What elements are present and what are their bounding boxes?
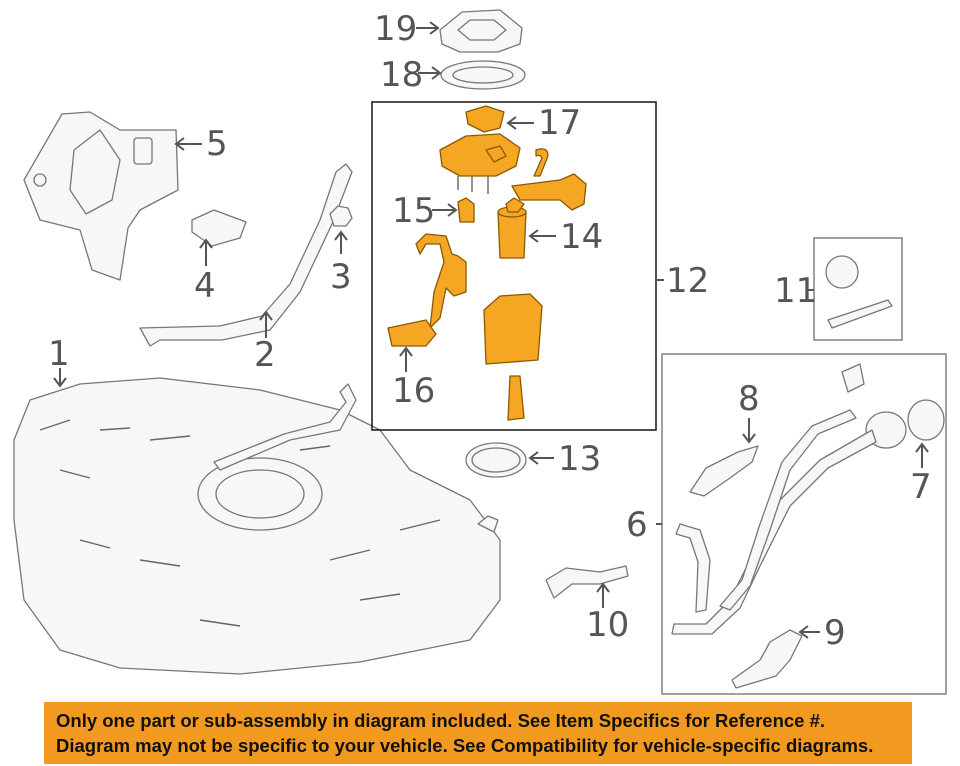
callout-15: 15 [392,191,435,231]
callout-19: 19 [374,9,417,49]
callout-10: 10 [586,605,629,645]
part-9-bracket [731,629,803,689]
pointer-2 [259,310,273,338]
callout-14: 14 [560,217,603,257]
callout-1: 1 [48,334,70,374]
callout-12: 12 [666,261,709,301]
pointer-14 [528,229,556,243]
callout-2: 2 [254,335,276,375]
part-6-filler-pipe [671,409,877,635]
callout-4: 4 [194,266,216,306]
callout-9: 9 [824,613,846,653]
callout-8: 8 [738,379,760,419]
notice-line-2: Diagram may not be specific to your vehi… [56,735,874,756]
part-11-fuel-cap [825,255,893,329]
callout-5: 5 [206,124,228,164]
pointer-17 [506,116,534,130]
callout-18: 18 [380,55,423,95]
box-12-fuel-pump-assembly [371,101,657,431]
part-5-heat-shield [23,111,179,281]
part-19-cover-plate [439,9,523,53]
part-3-nut [329,205,353,227]
part-16-level-sender [387,233,467,347]
pointer-15 [432,203,458,217]
notice-line-1: Only one part or sub-assembly in diagram… [56,710,826,731]
callout-3: 3 [330,257,352,297]
pointer-19 [416,21,440,35]
part-2-tank-strap [139,163,353,347]
part-14-filter [497,197,527,259]
part-10-hose [545,565,629,599]
part-pump-flange [439,133,587,211]
part-17-connector [465,105,505,133]
part-15-valve [457,197,475,223]
pointer-1 [53,368,67,388]
pointer-13 [528,451,554,465]
pointer-9 [798,625,820,639]
box-11 [813,237,903,341]
pointer-8 [742,418,756,444]
part-8-bracket [689,445,759,497]
callout-7: 7 [910,467,932,507]
callout-16: 16 [392,371,435,411]
part-4-pad [191,209,247,247]
pointer-3 [334,230,348,254]
pointer-4 [199,238,213,266]
part-1-fuel-tank [13,377,501,675]
part-pump-canister [483,293,543,421]
box-6-filler-pipe [661,353,947,695]
part-7-filler-neck-head [841,363,945,449]
callout-6: 6 [626,505,648,545]
callout-17: 17 [538,103,581,143]
part-18-lock-ring [440,60,526,90]
pointer-16 [399,346,413,372]
notice-banner: Only one part or sub-assembly in diagram… [44,702,912,764]
pointer-10 [596,582,610,608]
callout-13: 13 [558,439,601,479]
pointer-7 [915,442,929,468]
pointer-5 [174,137,202,151]
pointer-18 [418,66,442,80]
part-13-o-ring [465,442,527,478]
